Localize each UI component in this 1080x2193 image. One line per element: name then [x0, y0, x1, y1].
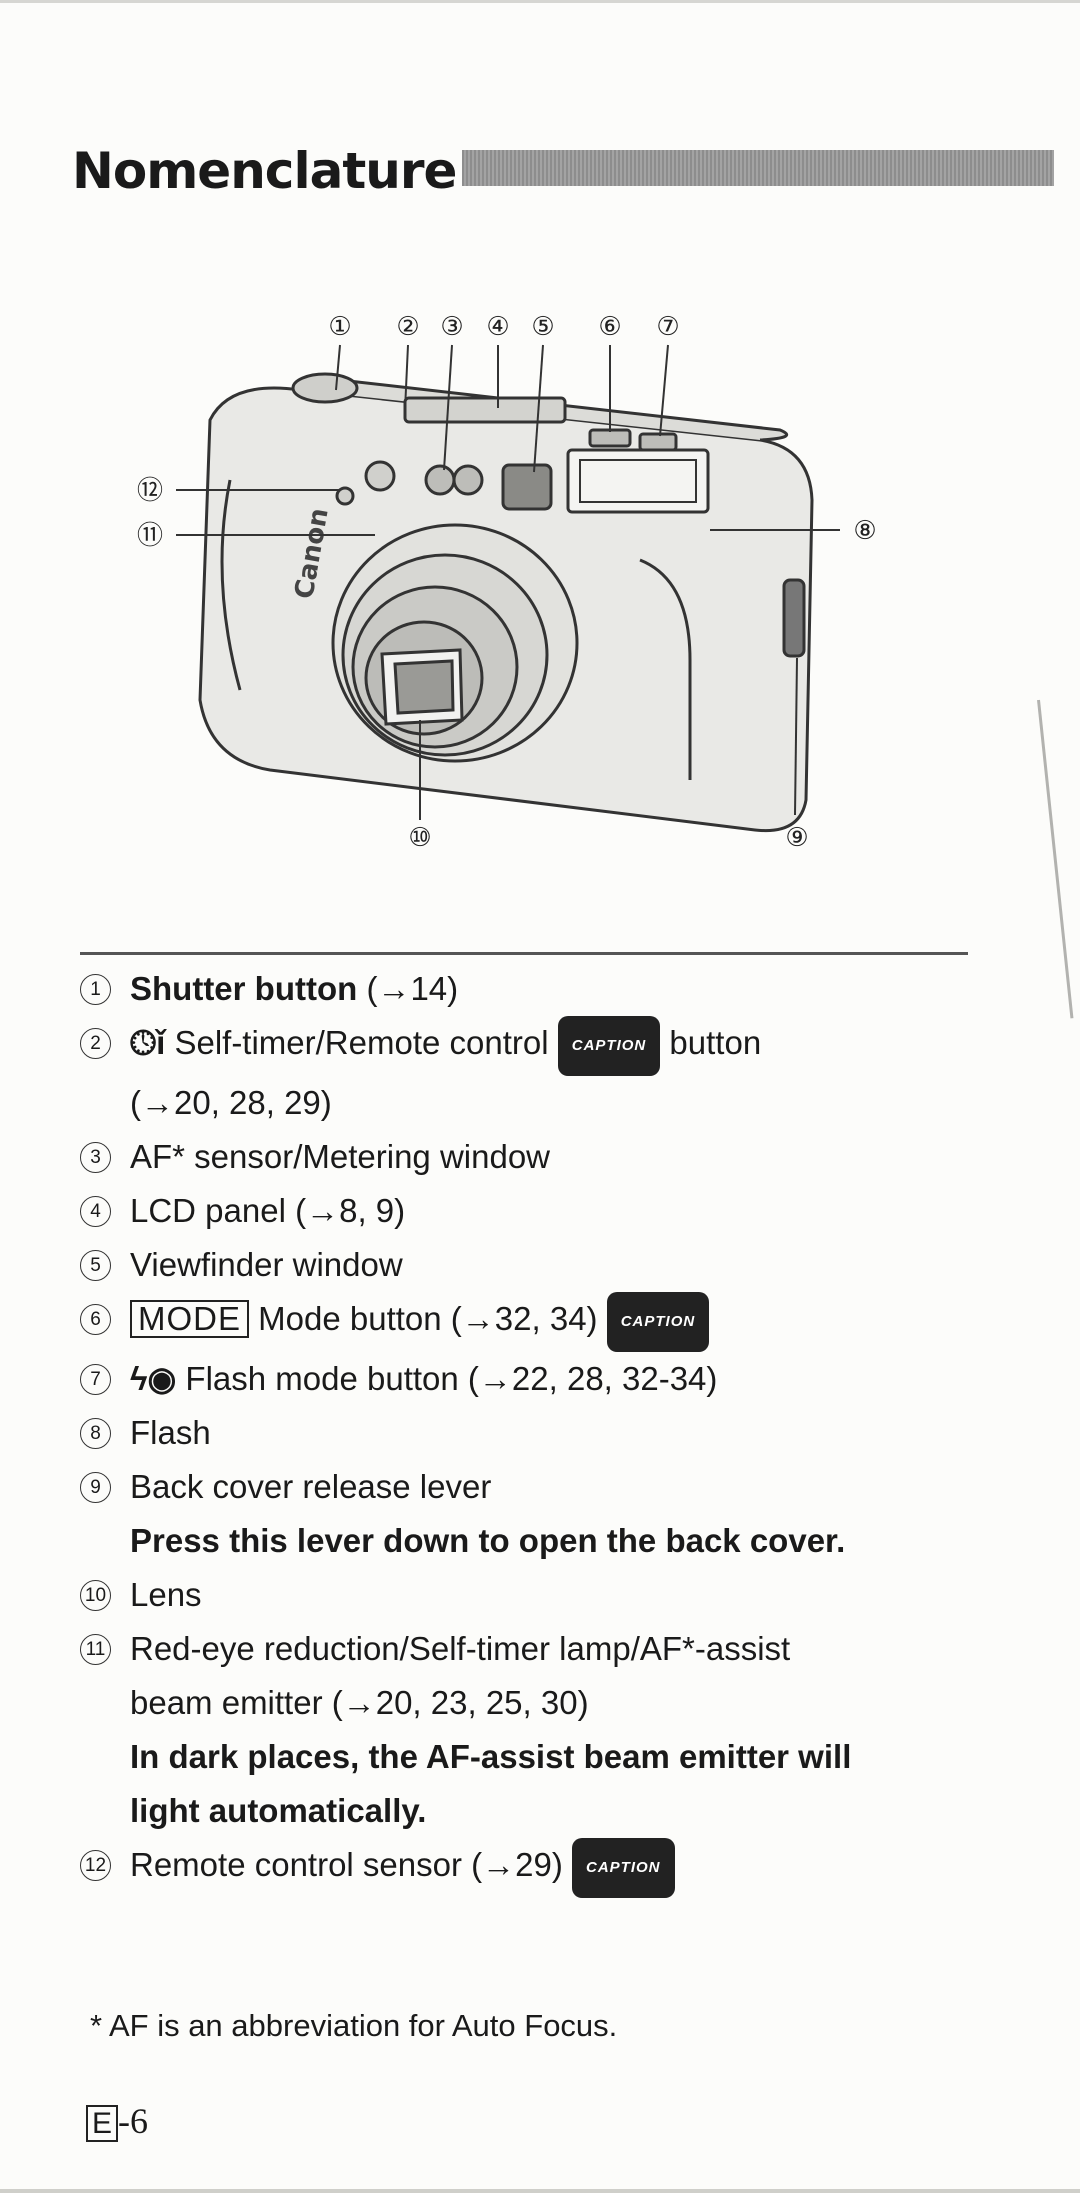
item-number: 11 [80, 1634, 111, 1665]
list-item: 9 Back cover release lever Press this le… [80, 1460, 980, 1568]
caption-badge: CAPTION [606, 1292, 710, 1352]
callout-5: ⑤ [531, 312, 554, 342]
callout-6: ⑥ [598, 312, 621, 342]
item-number: 2 [80, 1028, 111, 1059]
callout-9: ⑨ [785, 823, 808, 853]
item-number: 4 [80, 1196, 111, 1227]
callout-4: ④ [486, 312, 509, 342]
item-note: In dark places, the AF-assist beam emitt… [130, 1738, 852, 1775]
title-bar [462, 150, 1054, 186]
item-label: AF* sensor/Metering window [130, 1138, 551, 1175]
item-label: Remote control sensor (→29) [130, 1846, 573, 1883]
mode-key-icon: MODE [130, 1300, 249, 1338]
page-letter: E [86, 2105, 119, 2142]
item-label: Back cover release lever [130, 1468, 492, 1505]
nomenclature-list: 1 Shutter button (→14) 2 🕓︎ǐ Self-timer/… [80, 962, 980, 1898]
item-number: 9 [80, 1472, 111, 1503]
list-item: 6 MODE Mode button (→32, 34) CAPTION [80, 1292, 980, 1352]
self-timer-remote-icon: 🕓︎ǐ [130, 1024, 166, 1061]
list-item: 7 ϟ◉ Flash mode button (→22, 28, 32-34) [80, 1352, 980, 1406]
item-note-line2: light automatically. [130, 1792, 427, 1829]
caption-badge: CAPTION [557, 1016, 661, 1076]
camera-illustration [198, 372, 814, 833]
page-number: E-6 [86, 2100, 148, 2142]
item-label: Self-timer/Remote control [165, 1024, 558, 1061]
callout-10: ⑩ [408, 823, 431, 853]
item-label-suffix: button [660, 1024, 762, 1061]
page-title: Nomenclature [72, 142, 457, 200]
divider [80, 952, 968, 955]
item-line2: (→20, 28, 29) [130, 1084, 332, 1121]
item-ref: (→14) [357, 970, 459, 1007]
leader-lines [176, 344, 840, 820]
bottom-rule [0, 2189, 1080, 2193]
list-item: 2 🕓︎ǐ Self-timer/Remote control CAPTION … [80, 1016, 980, 1130]
item-label: Viewfinder window [130, 1246, 403, 1283]
list-item: 8 Flash [80, 1406, 980, 1460]
item-label: Flash [130, 1414, 211, 1451]
item-number: 10 [80, 1580, 111, 1611]
item-number: 8 [80, 1418, 111, 1449]
list-item: 1 Shutter button (→14) [80, 962, 980, 1016]
camera-diagram: Canon ① ② ③ ④ ⑤ ⑥ ⑦ ⑧ ⑨ ⑩ ⑪ ⑫ [137, 312, 877, 853]
top-rule [0, 0, 1080, 3]
list-item: 3 AF* sensor/Metering window [80, 1130, 980, 1184]
item-number: 7 [80, 1364, 111, 1395]
item-note: Press this lever down to open the back c… [130, 1522, 846, 1559]
callout-numbers: ① ② ③ ④ ⑤ ⑥ ⑦ ⑧ ⑨ ⑩ ⑪ ⑫ [137, 312, 877, 853]
item-number: 5 [80, 1250, 111, 1281]
item-label: Flash mode button (→22, 28, 32-34) [176, 1360, 718, 1397]
item-number: 12 [80, 1850, 111, 1881]
callout-7: ⑦ [656, 312, 679, 342]
footnote: * AF is an abbreviation for Auto Focus. [90, 2008, 618, 2043]
callout-3: ③ [440, 312, 463, 342]
callout-2: ② [396, 312, 419, 342]
callout-8: ⑧ [853, 516, 876, 546]
callout-12: ⑫ [137, 476, 163, 506]
list-item: 11 Red-eye reduction/Self-timer lamp/AF*… [80, 1622, 980, 1838]
list-item: 12 Remote control sensor (→29) CAPTION [80, 1838, 980, 1898]
page-digits: -6 [118, 2101, 149, 2141]
item-label: Red-eye reduction/Self-timer lamp/AF*-as… [130, 1630, 791, 1667]
list-item: 5 Viewfinder window [80, 1238, 980, 1292]
item-label: Shutter button [130, 970, 358, 1007]
item-number: 3 [80, 1142, 111, 1173]
callout-11: ⑪ [137, 521, 163, 551]
item-label: LCD panel (→8, 9) [130, 1192, 406, 1229]
item-number: 1 [80, 974, 111, 1005]
item-label: Mode button (→32, 34) [249, 1300, 607, 1337]
item-number: 6 [80, 1304, 111, 1335]
item-line2: beam emitter (→20, 23, 25, 30) [130, 1684, 589, 1721]
list-item: 10 Lens [80, 1568, 980, 1622]
callout-1: ① [328, 312, 351, 342]
caption-badge: CAPTION [572, 1838, 675, 1898]
item-label: Lens [130, 1576, 202, 1613]
list-item: 4 LCD panel (→8, 9) [80, 1184, 980, 1238]
flash-red-eye-icon: ϟ◉ [130, 1360, 177, 1397]
